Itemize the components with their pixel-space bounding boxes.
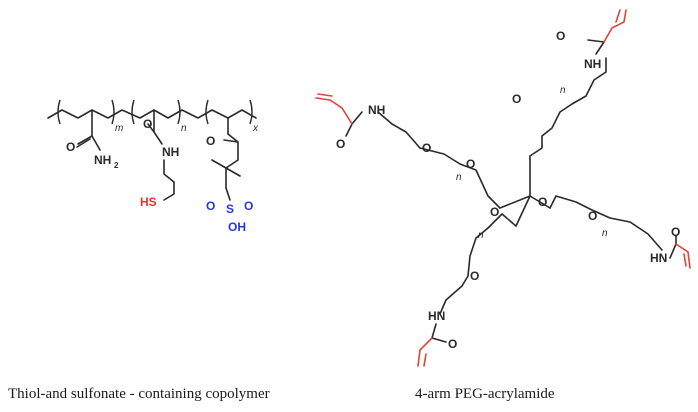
right-arm-chain <box>549 195 663 251</box>
bond-c-s <box>225 187 231 201</box>
repeat-m-label: m <box>115 123 123 134</box>
bond-ketone-co <box>223 139 239 143</box>
right-c-carbonyl <box>669 243 677 259</box>
bottom-c-carbonyl <box>431 323 437 339</box>
bracket-x-close <box>249 99 253 125</box>
atom-nh2: NH <box>94 153 111 167</box>
atom-o-ketone: O <box>206 134 215 148</box>
right-repeat-n: n <box>602 228 608 239</box>
bottom-vinyl <box>417 337 433 367</box>
left-repeat-n: n <box>456 172 462 183</box>
left-co-bond <box>345 123 353 137</box>
bracket-n-open <box>131 99 135 125</box>
copolymer-structure: m n x O NH 2 O NH HS O O S O OH <box>47 99 259 234</box>
bracket-n-close <box>177 99 181 125</box>
bond-cn1 <box>91 135 101 151</box>
bottom-o-carbonyl: O <box>448 337 457 351</box>
atom-sulfonate-o1: O <box>206 199 215 213</box>
bottom-arm-chain <box>439 213 517 315</box>
bond-core-bottom <box>515 195 531 227</box>
bracket-m-open <box>57 99 61 125</box>
top-vinyl <box>603 9 627 43</box>
left-vinyl-double <box>317 93 333 97</box>
atom-o-amide2: O <box>143 117 152 131</box>
atom-sulfonate-o2: O <box>244 199 253 213</box>
peg-caption: 4-arm PEG-acrylamide <box>415 386 555 402</box>
peg-structure: O n NH O O n O NH O O O n HN O O n O HN <box>315 9 691 367</box>
bond-co1-double <box>76 138 91 148</box>
left-o1: O <box>422 141 431 155</box>
bond-ethyl-thiol <box>163 159 175 201</box>
right-o1: O <box>538 195 547 209</box>
right-o2: O <box>588 209 597 223</box>
top-c-carbonyl <box>595 41 605 55</box>
top-repeat-n: n <box>560 85 566 96</box>
bottom-o1: O <box>490 205 499 219</box>
atom-thiol-hs: HS <box>140 195 157 209</box>
bond-core-left <box>499 195 531 209</box>
bracket-x-open <box>205 99 209 125</box>
bond-co1 <box>77 135 93 145</box>
left-nh: NH <box>368 103 385 117</box>
bracket-m-close <box>111 99 115 125</box>
bottom-hn: HN <box>428 309 445 323</box>
bond-ketone-chain <box>225 133 239 169</box>
bond-co2 <box>147 123 155 133</box>
bond-methyl-left <box>211 159 227 169</box>
bond-cn2 <box>153 131 163 145</box>
left-arm-chain <box>377 111 501 209</box>
bottom-o2: O <box>470 269 479 283</box>
top-o-ether: O <box>512 92 521 106</box>
left-c-carbonyl <box>351 111 363 125</box>
right-hn: HN <box>650 251 667 265</box>
bottom-vinyl-double <box>423 353 427 367</box>
right-vinyl-double <box>683 253 687 267</box>
bottom-repeat-n: n <box>478 230 484 241</box>
repeat-x-label: x <box>252 123 259 134</box>
right-o-carbonyl: O <box>671 225 680 239</box>
left-vinyl <box>315 97 353 125</box>
atom-nh-amide2: NH <box>162 145 179 159</box>
copolymer-caption: Thiol-and sulfonate - containing copolym… <box>8 386 270 402</box>
left-o2: O <box>466 157 475 171</box>
right-vinyl <box>675 243 691 269</box>
repeat-n-label: n <box>181 123 187 134</box>
top-o-carbonyl: O <box>556 29 565 43</box>
atom-nh2-subscript: 2 <box>114 161 119 170</box>
left-o-carbonyl: O <box>336 137 345 151</box>
bond-methyl-right <box>225 167 241 177</box>
bond-core-right <box>529 195 551 209</box>
atom-sulfonate-oh: OH <box>228 220 246 234</box>
top-nh: NH <box>584 57 601 71</box>
top-arm-chain <box>529 57 607 157</box>
atom-o-amide1: O <box>66 140 75 154</box>
top-co-bond <box>587 39 605 43</box>
top-vinyl-double <box>615 9 621 23</box>
bottom-co-bond <box>431 337 447 343</box>
atom-sulfonate-s: S <box>226 202 234 216</box>
